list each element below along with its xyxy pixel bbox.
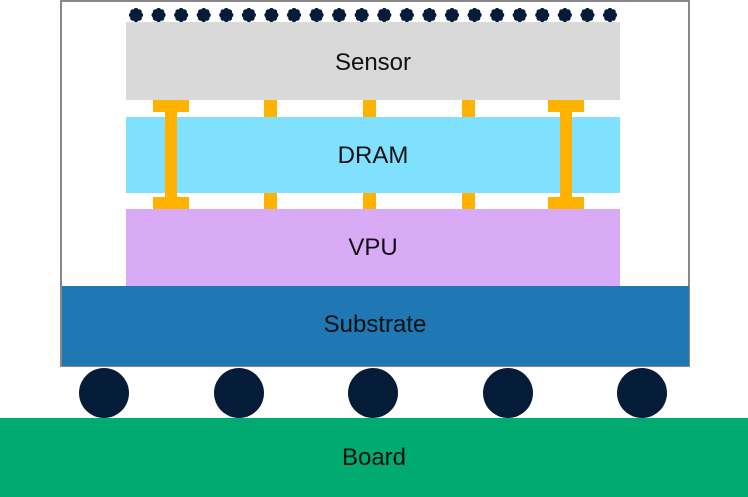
microbump	[535, 7, 550, 23]
via-shaft	[165, 100, 177, 209]
solder-ball	[214, 368, 264, 418]
microbump	[602, 7, 618, 23]
via-cap-bottom	[153, 197, 189, 209]
microbump	[196, 7, 211, 23]
substrate-label: Substrate	[324, 311, 427, 338]
microbump-core	[154, 10, 164, 20]
interconnect-pad-top	[264, 100, 277, 117]
microbump-core	[357, 10, 367, 20]
microbump	[557, 7, 572, 23]
interconnect-group	[153, 100, 584, 209]
microbump	[286, 7, 302, 23]
microbump	[377, 7, 392, 23]
microbump	[444, 7, 460, 23]
board-label: Board	[342, 444, 406, 471]
microbump-core	[379, 10, 389, 20]
substrate-layer	[62, 286, 689, 366]
interconnect-pad-bottom	[363, 193, 376, 209]
vpu-layer	[126, 209, 620, 286]
microbump-core	[289, 10, 299, 20]
microbump-core	[266, 10, 276, 20]
via-cap-bottom	[548, 197, 584, 209]
microbump	[422, 7, 437, 23]
microbump-core	[470, 10, 480, 20]
microbump-core	[131, 10, 141, 20]
microbump-core	[447, 10, 457, 20]
dram-label: DRAM	[338, 142, 409, 169]
microbump	[241, 7, 256, 23]
interconnect-pad-top	[363, 100, 376, 117]
microbump-core	[424, 10, 434, 20]
dram-layer	[126, 117, 620, 193]
microbump-core	[492, 10, 502, 20]
sensor-microbump-row	[128, 7, 618, 23]
via-shaft	[560, 100, 572, 209]
microbump	[151, 7, 166, 23]
microbump	[128, 7, 144, 23]
interconnect-pad-bottom	[462, 193, 475, 209]
microbump	[309, 7, 324, 23]
microbump-core	[605, 10, 615, 20]
microbump-core	[199, 10, 209, 20]
microbump-core	[515, 10, 525, 20]
interconnect-pad-bottom	[264, 193, 277, 209]
microbump	[467, 7, 482, 23]
vpu-label: VPU	[348, 234, 397, 261]
microbump-core	[582, 10, 592, 20]
microbump	[219, 7, 234, 23]
microbump-core	[334, 10, 344, 20]
board-layer	[0, 418, 748, 497]
interconnect-pad-top	[462, 100, 475, 117]
microbump-core	[176, 10, 186, 20]
microbump-core	[312, 10, 322, 20]
microbump	[264, 7, 279, 23]
sensor-label: Sensor	[335, 49, 411, 76]
microbump	[512, 7, 527, 23]
microbump-core	[402, 10, 412, 20]
microbump	[490, 7, 505, 23]
solder-ball-row	[79, 368, 667, 418]
microbump	[174, 7, 189, 23]
microbump-core	[244, 10, 254, 20]
microbump-core	[560, 10, 570, 20]
microbump-core	[537, 10, 547, 20]
solder-ball	[79, 368, 129, 418]
microbump-core	[221, 10, 231, 20]
solder-ball	[483, 368, 533, 418]
microbump	[332, 7, 347, 23]
microbump	[354, 7, 369, 23]
microbump	[399, 7, 414, 23]
microbump	[580, 7, 595, 23]
solder-ball	[348, 368, 398, 418]
solder-ball	[617, 368, 667, 418]
sensor-layer	[126, 22, 620, 100]
